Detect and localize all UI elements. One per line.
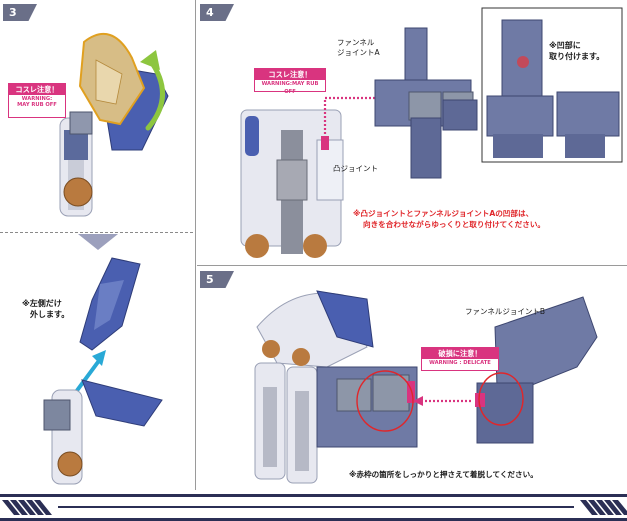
convex-joint-label: 凸ジョイント [333,164,378,173]
step4-panel: 4 ファンネル ジョイントA 凸ジョイント コスレ注意 [197,0,627,264]
step3-panel: 3 コスレ注意！ WARNING: MAY RUB OFF [0,0,193,232]
funnel-joint-a-line2: ジョイントA [337,48,380,57]
left-only-line2: 外します。 [30,310,70,319]
row-divider [197,265,627,266]
rub-warning-step4: コスレ注意！ WARNING:MAY RUB OFF [254,68,326,95]
delicate-warning-title: 破損に注意！ [422,348,498,359]
funnel-joint-a-label: ファンネル ジョイントA [337,38,380,58]
rub-warning-title: コスレ注意！ [9,84,65,95]
rub-warning-sub-2: MAY RUB OFF [17,102,57,108]
column-divider [195,0,196,490]
step-5-badge: 5 [200,271,234,288]
delicate-warning-sub: WARNING : DELICATE [429,360,491,366]
step3-lower-panel: ※左側だけ 外します。 [0,250,193,490]
footer-band [0,494,627,521]
step5-panel: 5 ファンネルジョイントB 破損に注意！ WARNING : DELICATE … [197,267,627,490]
step-4-badge: 4 [200,4,234,21]
align-line1: ※凸ジョイントとファンネルジョイントAの凹部は、 [353,209,534,218]
left-only-line1: ※左側だけ [22,299,62,308]
step3-lower-illustration [43,257,163,485]
rub-warning-sub-1: WARNING: [21,96,53,102]
down-arrow [78,234,118,250]
rub-warning-step3: コスレ注意！ WARNING: MAY RUB OFF [8,83,66,118]
step4-illustration [240,7,623,258]
funnel-joint-a-line1: ファンネル [337,38,375,47]
step3-dashed-divider [0,232,193,233]
rub-warning-step4-sub: WARNING:MAY RUB OFF [261,81,319,95]
rub-warning-step4-title: コスレ注意！ [255,69,325,80]
step-3-badge: 3 [3,4,37,21]
align-note: ※凸ジョイントとファンネルジョイントAの凹部は、 向きを合わせながらゆっくりと取… [353,208,545,230]
recess-note: ※凹部に 取り付けます。 [549,40,604,62]
funnel-joint-b-label: ファンネルジョイントB [465,307,545,316]
step5-illustration [254,290,598,484]
left-only-note: ※左側だけ 外します。 [22,298,69,320]
press-red-frame-note: ※赤枠の箇所をしっかりと押さえて着脱してください。 [349,470,538,479]
recess-line2: 取り付けます。 [549,52,605,61]
step3-shield-illustration [59,33,169,217]
footer-stripes [0,494,627,521]
align-line2: 向きを合わせながらゆっくりと取り付けてください。 [363,220,546,229]
recess-line1: ※凹部に [549,41,581,50]
delicate-warning: 破損に注意！ WARNING : DELICATE [421,347,499,371]
